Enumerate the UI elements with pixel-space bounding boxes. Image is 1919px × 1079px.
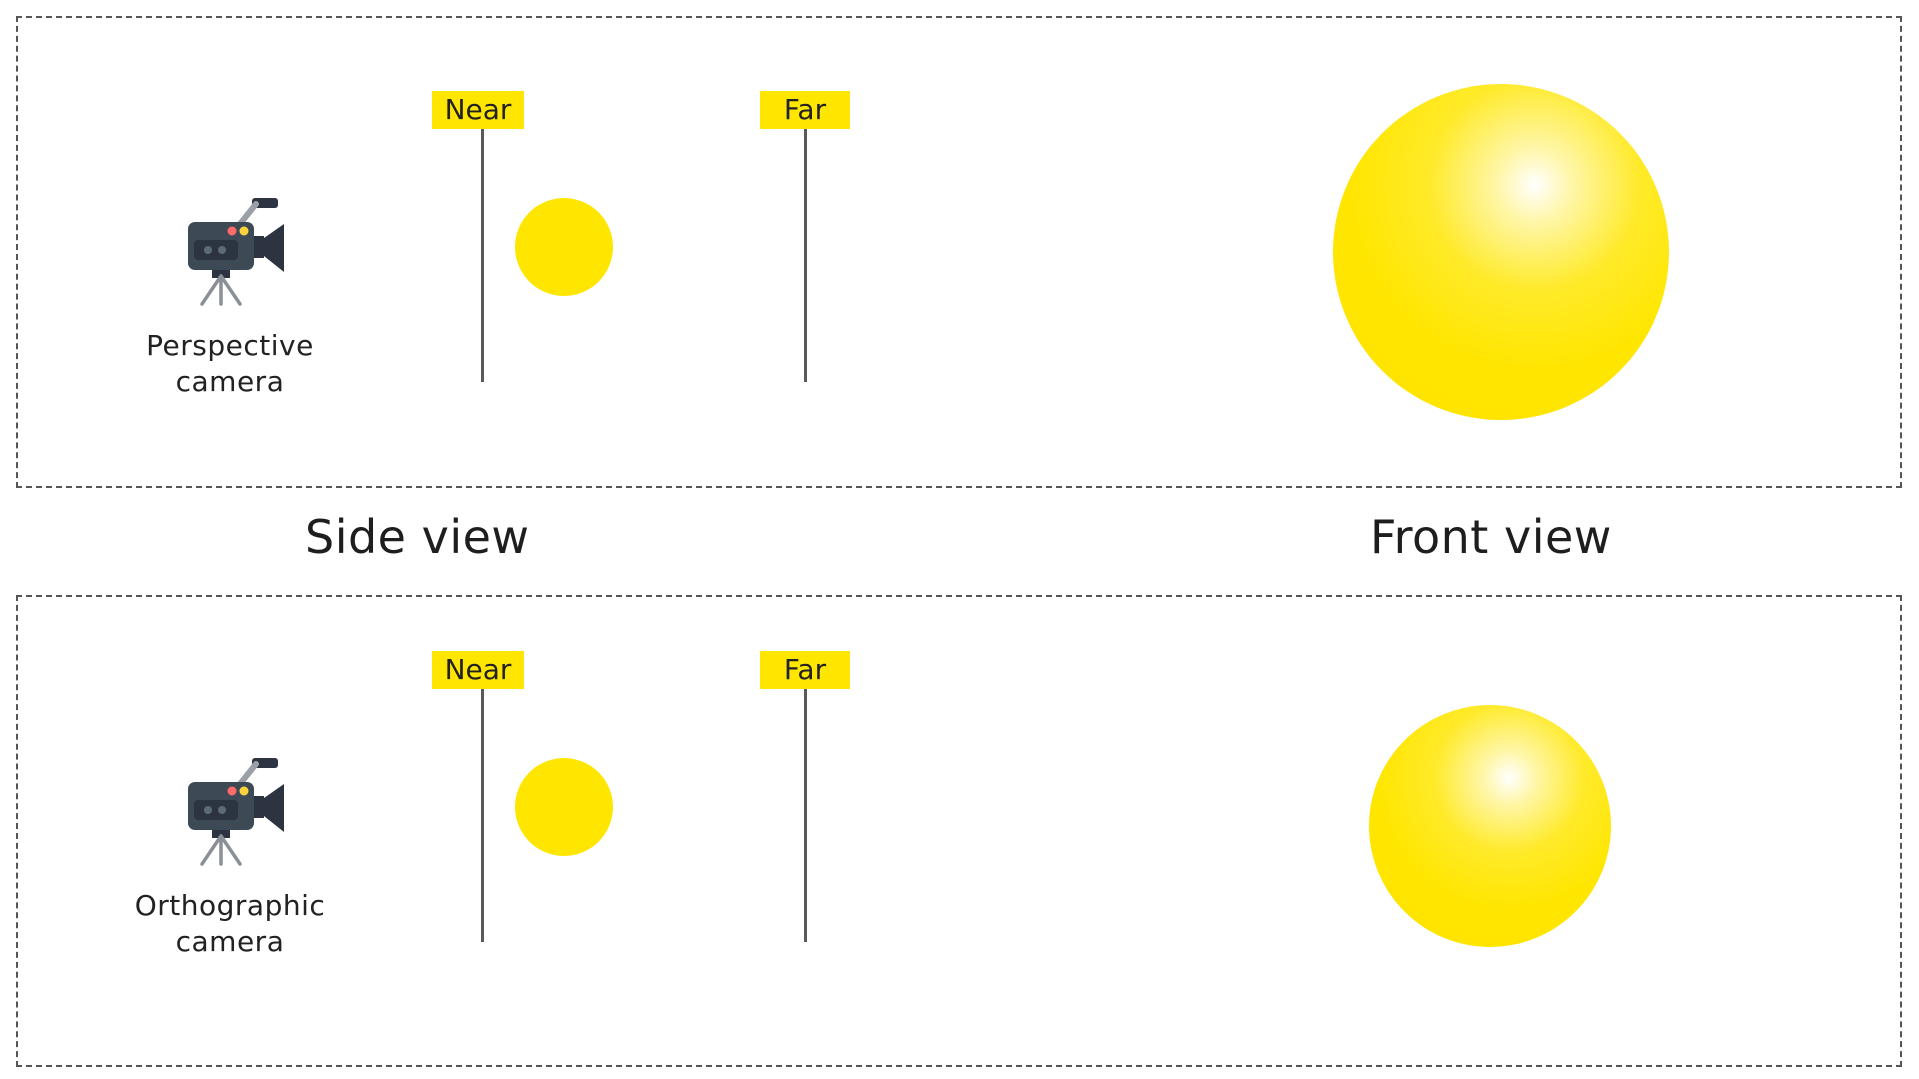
- camera-label-line1: Orthographic: [134, 889, 326, 922]
- video-camera-icon: [188, 198, 284, 306]
- near-plane-line: [481, 129, 484, 382]
- near-plane-label: Near: [432, 651, 524, 689]
- video-camera-icon: [188, 758, 284, 866]
- far-plane-line: [804, 129, 807, 382]
- orthographic-panel: [16, 595, 1902, 1067]
- camera-label: Orthographic camera: [100, 888, 360, 960]
- near-plane-label: Near: [432, 91, 524, 129]
- camera-label: Perspective camera: [100, 328, 360, 400]
- object-sphere-front: [1333, 84, 1669, 420]
- camera-label-line2: camera: [175, 365, 285, 398]
- perspective-panel: [16, 16, 1902, 488]
- far-plane-label: Far: [760, 91, 850, 129]
- far-plane-line: [804, 689, 807, 942]
- front-view-title: Front view: [1370, 510, 1612, 564]
- camera-label-line1: Perspective: [146, 329, 314, 362]
- far-plane-label: Far: [760, 651, 850, 689]
- side-view-title: Side view: [305, 510, 530, 564]
- object-sphere-front: [1369, 705, 1611, 947]
- camera-label-line2: camera: [175, 925, 285, 958]
- near-plane-line: [481, 689, 484, 942]
- object-sphere-side: [515, 758, 613, 856]
- object-sphere-side: [515, 198, 613, 296]
